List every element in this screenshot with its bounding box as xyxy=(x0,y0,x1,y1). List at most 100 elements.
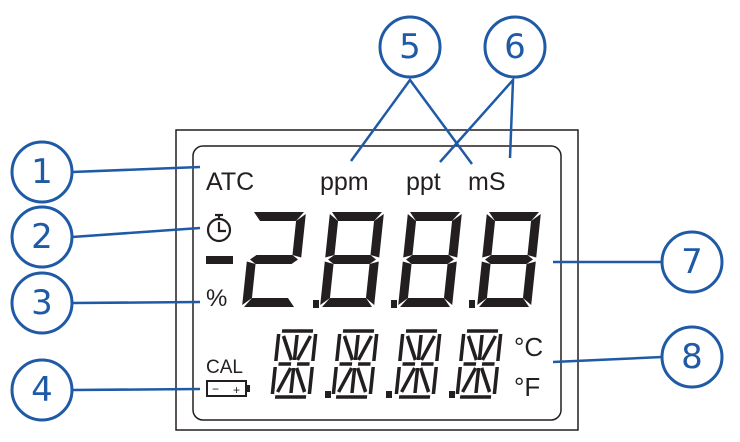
decimal-point xyxy=(449,391,455,398)
digit-segment xyxy=(331,212,382,221)
decimal-point xyxy=(386,391,392,398)
ppt-label: ppt xyxy=(406,168,441,196)
alnum-segment xyxy=(370,367,373,394)
callout-5: 5 xyxy=(380,17,440,77)
percent-label: % xyxy=(206,285,227,312)
atc-label: ATC xyxy=(206,168,254,196)
digit-segment xyxy=(365,262,379,306)
alnum-segment xyxy=(415,368,418,393)
alnum-segment xyxy=(333,367,336,394)
digit-segment xyxy=(253,212,304,221)
alnum-segment xyxy=(494,367,497,394)
main-digit xyxy=(398,212,462,307)
digit-segment xyxy=(325,214,339,258)
digit-segment xyxy=(488,212,539,221)
decimal-point xyxy=(325,391,331,398)
alnum-segment xyxy=(433,367,436,394)
main-digit xyxy=(477,212,541,307)
alnum-segment xyxy=(396,367,399,394)
digit-segment xyxy=(409,212,460,221)
alnum-segment xyxy=(482,336,495,360)
svg-text:3: 3 xyxy=(31,283,53,323)
alphanumeric-digit xyxy=(272,331,316,397)
alnum-segment xyxy=(463,368,476,392)
battery-icon: − + xyxy=(207,381,250,397)
digit-segment xyxy=(250,255,299,264)
ms-label: mS xyxy=(468,168,506,196)
alnum-segment xyxy=(479,368,492,392)
cal-label: CAL xyxy=(206,357,243,378)
secondary-display xyxy=(272,331,501,398)
alnum-segment xyxy=(281,336,294,360)
main-digit xyxy=(320,212,384,307)
alnum-segment xyxy=(276,334,279,361)
digit-segment xyxy=(479,298,530,307)
timer-icon xyxy=(208,215,230,241)
digit-segment xyxy=(522,262,536,306)
minus-sign xyxy=(206,256,233,264)
alnum-segment xyxy=(272,367,275,394)
alnum-segment xyxy=(358,336,371,360)
decimal-point xyxy=(391,300,397,308)
alnum-segment xyxy=(421,336,434,360)
alnum-segment xyxy=(337,334,340,361)
alnum-segment xyxy=(418,368,431,392)
callout-4: 4 xyxy=(12,360,72,420)
alnum-segment xyxy=(297,336,310,360)
alnum-segment xyxy=(355,368,368,392)
fahrenheit-label: °F xyxy=(514,372,540,402)
digit-segment xyxy=(400,298,451,307)
decimal-point xyxy=(469,300,475,308)
alnum-segment xyxy=(291,368,294,393)
callout-1: 1 xyxy=(12,142,72,202)
callout-6: 6 xyxy=(485,17,545,77)
alnum-segment xyxy=(466,336,479,360)
svg-text:−: − xyxy=(212,382,219,396)
alnum-segment xyxy=(476,368,479,393)
ppm-label: ppm xyxy=(320,168,369,196)
alnum-segment xyxy=(355,335,358,360)
svg-text:7: 7 xyxy=(681,242,703,282)
digit-segment xyxy=(482,214,496,258)
digit-segment xyxy=(403,214,417,258)
alnum-segment xyxy=(339,368,352,392)
digit-segment xyxy=(443,262,457,306)
callout-3: 3 xyxy=(12,273,72,333)
alnum-segment xyxy=(313,334,316,361)
alnum-segment xyxy=(405,336,418,360)
main-digit xyxy=(242,212,306,307)
alphanumeric-digit xyxy=(333,331,377,397)
alnum-segment xyxy=(457,367,460,394)
alnum-segment xyxy=(479,335,482,360)
celsius-label: °C xyxy=(514,332,543,362)
svg-text:2: 2 xyxy=(31,217,53,257)
digit-segment xyxy=(322,298,373,307)
decimal-point xyxy=(313,300,319,308)
alnum-segment xyxy=(461,334,464,361)
alnum-segment xyxy=(437,334,440,361)
alnum-segment xyxy=(498,334,501,361)
main-display xyxy=(242,212,541,308)
alnum-segment xyxy=(294,335,297,360)
digit-segment xyxy=(485,255,534,264)
svg-text:5: 5 xyxy=(399,27,421,67)
digit-segment xyxy=(244,298,295,307)
alnum-segment xyxy=(374,334,377,361)
alnum-segment xyxy=(342,336,355,360)
svg-text:6: 6 xyxy=(504,27,526,67)
callout-2: 2 xyxy=(12,207,72,267)
alphanumeric-digit xyxy=(396,331,440,397)
callout-7: 7 xyxy=(662,232,722,292)
svg-text:4: 4 xyxy=(31,370,53,410)
alnum-segment xyxy=(352,368,355,393)
svg-text:+: + xyxy=(233,383,240,397)
alphanumeric-digit xyxy=(457,331,501,397)
svg-text:1: 1 xyxy=(31,152,53,192)
alnum-segment xyxy=(294,368,307,392)
svg-text:8: 8 xyxy=(681,337,703,377)
callout-8: 8 xyxy=(662,327,722,387)
alnum-segment xyxy=(309,367,312,394)
alnum-segment xyxy=(418,335,421,360)
digit-segment xyxy=(406,255,455,264)
